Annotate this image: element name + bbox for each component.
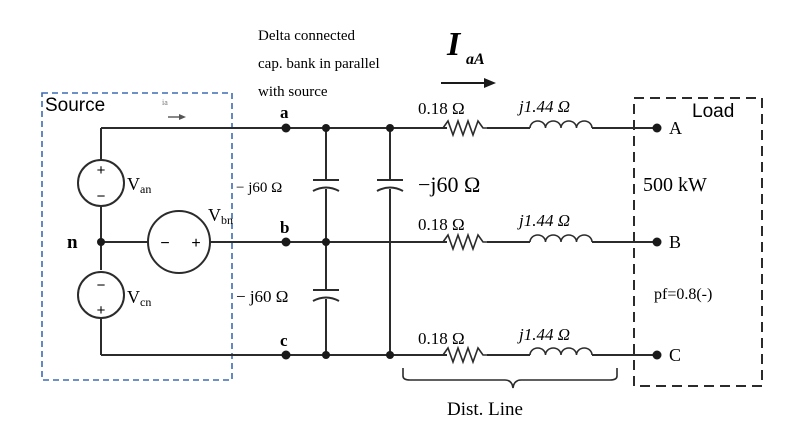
line-r-c-label: 0.18 Ω (418, 329, 465, 348)
vcn-voltage-source: − + (77, 271, 125, 319)
vbn-voltage-source: − + (147, 210, 211, 274)
resistor-c (442, 345, 488, 365)
inductor-b (529, 234, 593, 243)
line-impedance-phase-a (442, 118, 593, 138)
node-n-dot (97, 238, 105, 246)
resistor-b (442, 232, 488, 252)
terminal-b-label: B (669, 232, 681, 252)
junction-a-cap2 (386, 124, 394, 132)
current-symbol: I (446, 26, 462, 63)
cap-ab-label: − j60 Ω (236, 180, 282, 196)
vbn-label: Vbn (208, 205, 233, 227)
annotation-line-3: with source (258, 84, 328, 100)
inductor-c (529, 347, 593, 356)
node-b-label: b (280, 218, 289, 237)
load-title: Load (692, 101, 734, 122)
vcn-label: Vcn (127, 287, 151, 309)
resistor-a (442, 118, 488, 138)
node-c-label: c (280, 331, 288, 350)
van-circle (77, 159, 125, 207)
cap-bc-label: − j60 Ω (236, 287, 288, 306)
line-r-a-label: 0.18 Ω (418, 99, 465, 118)
vbn-minus-sign: − (160, 235, 169, 252)
current-arrow-head (484, 78, 496, 88)
terminal-c-dot (652, 350, 662, 360)
annotation-line-1: Delta connected (258, 28, 356, 44)
vbn-plus-sign: + (191, 235, 200, 252)
line-x-b-label: j1.44 Ω (517, 211, 570, 230)
line-x-a-label: j1.44 Ω (517, 97, 570, 116)
source-box (41, 92, 233, 381)
node-a-dot (281, 123, 291, 133)
current-subscript: aA (466, 51, 485, 68)
current-label-iaa: I aA (441, 26, 496, 88)
vcn-circle (77, 271, 125, 319)
van-label: Van (127, 174, 151, 196)
junction-a-cap1 (322, 124, 330, 132)
vbn-circle (147, 210, 211, 274)
junction-c-cap2 (386, 351, 394, 359)
node-n-label: n (67, 232, 78, 253)
source-ia-label: ia (162, 98, 168, 107)
line-impedance-phase-c (442, 345, 593, 365)
load-box (633, 97, 763, 387)
node-c-dot (281, 350, 291, 360)
source-ia-arrow-head (179, 114, 186, 120)
node-a-label: a (280, 103, 289, 122)
cap-ab-plate-bottom (312, 186, 340, 192)
cap-ca-plate-bottom (376, 186, 404, 192)
terminal-a-dot (652, 123, 662, 133)
dist-line-brace (402, 368, 618, 389)
terminal-b-dot (652, 237, 662, 247)
junction-c-cap1 (322, 351, 330, 359)
line-r-b-label: 0.18 Ω (418, 215, 465, 234)
inductor-a (529, 120, 593, 129)
terminal-a-label: A (669, 118, 682, 138)
load-power: 500 kW (643, 174, 707, 196)
load-power-factor: pf=0.8(-) (654, 286, 712, 303)
junction-b-cap (322, 238, 330, 246)
cap-bc-plate-bottom (312, 296, 340, 302)
vcn-minus-sign: − (97, 277, 106, 294)
van-plus-sign: + (97, 162, 106, 179)
dist-line-label: Dist. Line (447, 399, 523, 420)
source-title: Source (45, 95, 105, 116)
node-b-dot (281, 237, 291, 247)
van-minus-sign: − (97, 188, 106, 205)
terminal-c-label: C (669, 345, 681, 365)
line-x-c-label: j1.44 Ω (517, 325, 570, 344)
van-voltage-source: + − (77, 159, 125, 207)
annotation-line-2: cap. bank in parallel (258, 56, 380, 72)
cap-ca-label: −j60 Ω (418, 172, 480, 197)
line-impedance-phase-b (442, 232, 593, 252)
vcn-plus-sign: + (97, 302, 106, 319)
